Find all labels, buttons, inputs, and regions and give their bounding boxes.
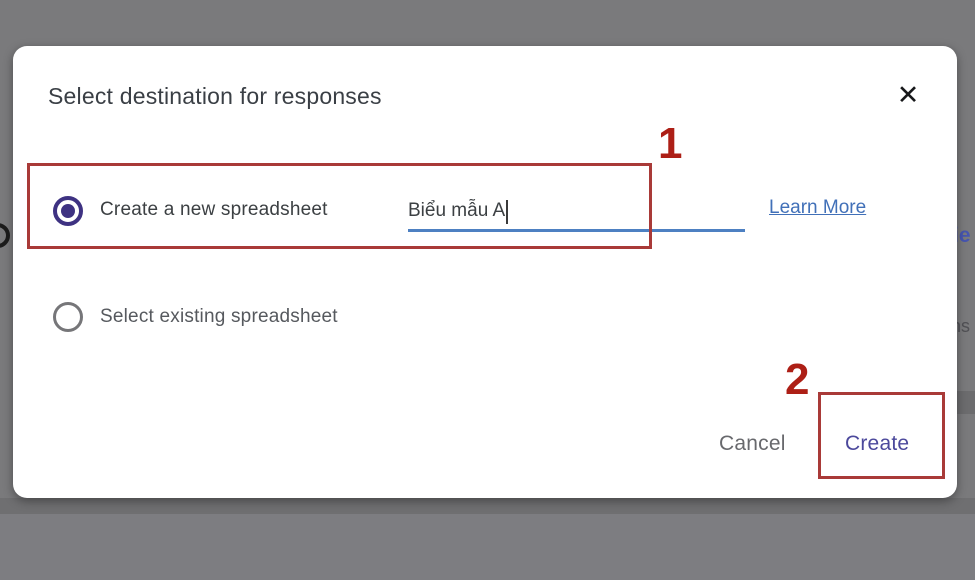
- learn-more-link[interactable]: Learn More: [769, 197, 867, 218]
- text-cursor: [506, 200, 509, 224]
- background-text-fragment-top: ie: [953, 224, 971, 247]
- input-underline: [408, 229, 745, 232]
- background-circle-fragment: [0, 223, 10, 248]
- create-button[interactable]: Create: [831, 424, 923, 464]
- select-destination-dialog: [13, 46, 957, 498]
- scrim-shadow-band: [0, 498, 975, 514]
- spreadsheet-name-value: Biểu mẫu A: [408, 200, 506, 221]
- dialog-title: Select destination for responses: [48, 83, 382, 109]
- radio-create-new-spreadsheet[interactable]: [53, 196, 83, 226]
- close-icon[interactable]: ✕: [888, 76, 928, 116]
- scrim-right-band: [957, 391, 975, 414]
- scrim-bottom-band: [0, 514, 975, 580]
- option-label-create-new: Create a new spreadsheet: [100, 199, 328, 220]
- option-label-select-existing: Select existing spreadsheet: [100, 306, 338, 327]
- spreadsheet-name-input[interactable]: Biểu mẫu A: [408, 197, 509, 224]
- cancel-button[interactable]: Cancel: [705, 424, 800, 464]
- radio-select-existing-spreadsheet[interactable]: [53, 302, 83, 332]
